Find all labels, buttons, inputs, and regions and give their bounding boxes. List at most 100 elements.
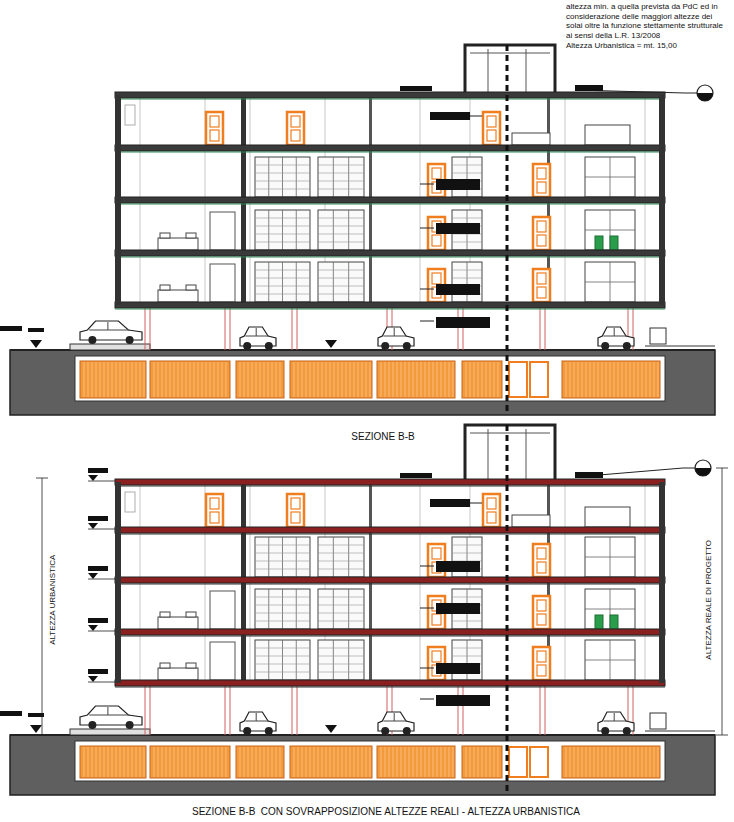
garage-door-rib	[158, 747, 159, 777]
garage-door-rib	[210, 747, 211, 777]
garage-door-rib	[389, 362, 390, 397]
chair-symbol	[610, 236, 618, 250]
garage-door-rib	[120, 747, 121, 777]
garage-door-rib	[449, 747, 450, 777]
garage-door-rib	[490, 747, 491, 777]
wardrobe-shelf	[318, 664, 364, 665]
window-line	[250, 533, 251, 577]
window-line	[250, 203, 251, 250]
wardrobe-shelf	[318, 561, 364, 562]
garage-door-rib	[482, 362, 483, 397]
garage-door-rib	[478, 362, 479, 397]
garage-door-rib	[104, 747, 105, 777]
window-line	[205, 256, 206, 302]
floor-slab	[115, 479, 665, 485]
redacted-tag	[436, 603, 480, 614]
garage-door-rib	[206, 362, 207, 397]
pilotis-column	[150, 308, 151, 350]
garage-door	[562, 361, 660, 398]
door-panel	[432, 651, 441, 662]
garage-door-rib	[334, 747, 335, 777]
door-panel	[537, 600, 546, 611]
wardrobe-shelf	[452, 242, 482, 243]
level-arrow	[325, 725, 337, 733]
window-line	[420, 151, 421, 197]
floor-slab	[115, 250, 665, 256]
wardrobe-shelf	[318, 278, 364, 279]
garage-door-rib	[486, 747, 487, 777]
garage-door-rib	[338, 362, 339, 397]
leader-line	[420, 184, 434, 185]
garage-door-rib	[654, 747, 655, 777]
garage-door-rib	[100, 362, 101, 397]
basement-room	[75, 741, 665, 781]
column	[369, 256, 372, 302]
floor-slab	[115, 302, 665, 308]
garage-door-rib	[397, 362, 398, 397]
door-panel	[291, 130, 300, 141]
wardrobe-line	[296, 157, 297, 197]
wardrobe-line	[282, 589, 283, 629]
garage-door-rib	[96, 362, 97, 397]
window-line	[645, 203, 646, 250]
garage-door-rib	[334, 362, 335, 397]
wardrobe-shelf	[255, 613, 310, 614]
wardrobe-shelf	[452, 553, 482, 554]
lift-shaft	[526, 429, 527, 482]
wardrobe-shelf	[255, 286, 310, 287]
wardrobe-line	[467, 262, 468, 302]
garage-door-rib	[630, 362, 631, 397]
section-title: SEZIONE B-B	[351, 431, 414, 443]
window-line	[250, 256, 251, 302]
car-symbol	[80, 321, 142, 340]
garage-door-rib	[381, 362, 382, 397]
door-symbol	[428, 544, 445, 577]
level-arrow	[88, 475, 98, 481]
car-window	[89, 330, 129, 331]
wardrobe-shelf	[452, 278, 482, 279]
garage-door-rib	[574, 747, 575, 777]
garage-door-rib	[264, 747, 265, 777]
garage-door-rib	[226, 747, 227, 777]
door-panel	[487, 116, 496, 127]
level-marker-fill	[697, 93, 713, 101]
garage-door-rib	[658, 747, 659, 777]
dimension-tick	[716, 735, 728, 736]
wardrobe-shelf	[452, 545, 482, 546]
bed-pillow	[186, 663, 196, 668]
window-line	[565, 635, 566, 680]
window-line	[205, 583, 206, 629]
car-window	[245, 721, 268, 722]
garage-door-rib	[116, 362, 117, 397]
level-marker	[697, 85, 713, 101]
garage-door-rib	[88, 747, 89, 777]
wardrobe-shelf	[318, 226, 364, 227]
garage-door-rib	[330, 362, 331, 397]
garage-door-rib	[346, 362, 347, 397]
garage-door-rib	[226, 362, 227, 397]
car-wheel	[88, 721, 96, 729]
garage-door-rib	[162, 362, 163, 397]
garage-door-rib	[602, 747, 603, 777]
pilotis-column	[145, 686, 146, 735]
garage-door-rib	[218, 362, 219, 397]
slab-finish	[115, 309, 665, 310]
garage-door-rib	[385, 362, 386, 397]
garage-door-rib	[610, 747, 611, 777]
wardrobe-line	[282, 537, 283, 577]
window-line	[645, 485, 646, 527]
redacted-tag	[400, 473, 432, 478]
garage-door-rib	[248, 747, 249, 777]
garage-door-rib	[338, 747, 339, 777]
door-panel	[432, 614, 441, 625]
garage-door-rib	[272, 362, 273, 397]
level-arrow	[88, 625, 98, 631]
garage-door-rib	[140, 747, 141, 777]
window-line	[565, 485, 566, 527]
garage-door-rib	[178, 362, 179, 397]
garage-door-rib	[397, 747, 398, 777]
bed-pillow	[186, 612, 196, 617]
garage-door-rib	[318, 747, 319, 777]
redacted-tag	[436, 561, 480, 572]
wardrobe-line	[348, 262, 349, 302]
